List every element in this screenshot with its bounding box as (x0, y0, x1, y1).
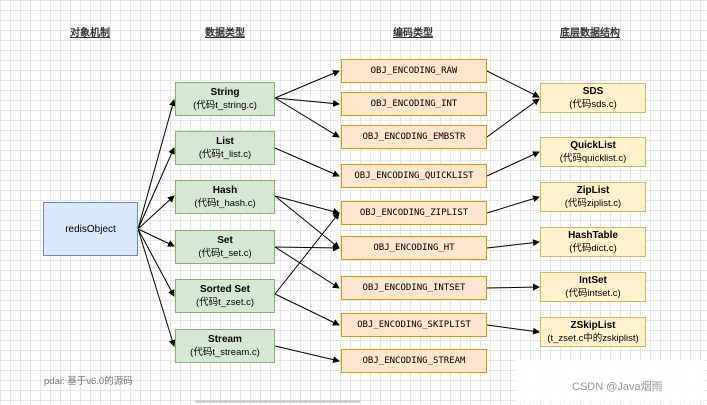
node-source: (代码t_string.c) (193, 100, 257, 111)
node-label: QuickList (570, 140, 616, 151)
encoding-ht: OBJ_ENCODING_HT (341, 236, 487, 260)
structure-quicklist: QuickList (代码quicklist.c) (540, 137, 646, 167)
node-source: (代码dict.c) (569, 243, 617, 254)
node-label: Hash (212, 185, 238, 196)
node-label: String (210, 87, 240, 98)
data-type-set: Set (代码t_set.c) (175, 230, 275, 264)
horizontal-scrollbar[interactable] (195, 400, 360, 403)
redis-object-node: redisObject (43, 202, 138, 256)
node-label: Stream (208, 334, 242, 345)
node-source: (代码quicklist.c) (559, 153, 627, 164)
source-note: pdai: 基于v6.0的源码 (44, 376, 133, 387)
encoding-quicklist: OBJ_ENCODING_QUICKLIST (341, 164, 487, 188)
node-source: (代码t_hash.c) (194, 198, 256, 209)
encoding-skiplist: OBJ_ENCODING_SKIPLIST (341, 313, 487, 337)
structure-ziplist: ZipList (代码ziplist.c) (540, 182, 646, 212)
watermark-patch (515, 360, 705, 402)
node-source: (代码t_zset.c) (195, 297, 255, 308)
structure-hashtable: HashTable (代码dict.c) (540, 227, 646, 257)
data-type-stream: Stream (代码t_stream.c) (175, 329, 275, 363)
node-label: IntSet (579, 275, 607, 286)
encoding-raw: OBJ_ENCODING_RAW (341, 59, 487, 83)
encoding-embstr: OBJ_ENCODING_EMBSTR (341, 125, 487, 149)
data-type-list: List (代码t_list.c) (175, 131, 275, 165)
watermark-text: CSDN @Java烟雨 (572, 381, 663, 393)
node-label: List (216, 136, 234, 147)
node-label: HashTable (568, 230, 618, 241)
column-header-structure: 底层数据结构 (560, 28, 620, 39)
encoding-int: OBJ_ENCODING_INT (341, 92, 487, 116)
structure-intset: IntSet (代码intset.c) (540, 272, 646, 302)
node-label: redisObject (65, 223, 116, 235)
structure-sds: SDS (代码sds.c) (540, 83, 646, 113)
node-source: (t_zset.c中的zskiplist) (547, 333, 639, 344)
structure-zskiplist: ZSkipList (t_zset.c中的zskiplist) (540, 317, 646, 347)
encoding-intset: OBJ_ENCODING_INTSET (341, 276, 487, 300)
data-type-sorted-set: Sorted Set (代码t_zset.c) (175, 279, 275, 313)
column-header-object: 对象机制 (70, 28, 110, 39)
column-header-data-type: 数据类型 (205, 28, 245, 39)
node-label: SDS (582, 86, 604, 97)
node-label: Sorted Set (199, 284, 250, 295)
node-source: (代码ziplist.c) (564, 198, 622, 209)
data-type-string: String (代码t_string.c) (175, 82, 275, 116)
data-type-hash: Hash (代码t_hash.c) (175, 180, 275, 214)
node-label: ZipList (576, 185, 610, 196)
column-header-encoding: 编码类型 (393, 28, 433, 39)
node-source: (代码sds.c) (569, 99, 617, 110)
node-label: Set (217, 235, 233, 246)
encoding-ziplist: OBJ_ENCODING_ZIPLIST (341, 201, 487, 225)
node-source: (代码intset.c) (565, 288, 621, 299)
node-source: (代码t_stream.c) (190, 347, 260, 358)
node-source: (代码t_list.c) (198, 149, 252, 160)
encoding-stream: OBJ_ENCODING_STREAM (341, 349, 487, 373)
node-source: (代码t_set.c) (198, 248, 252, 259)
node-label: ZSkipList (570, 320, 616, 331)
